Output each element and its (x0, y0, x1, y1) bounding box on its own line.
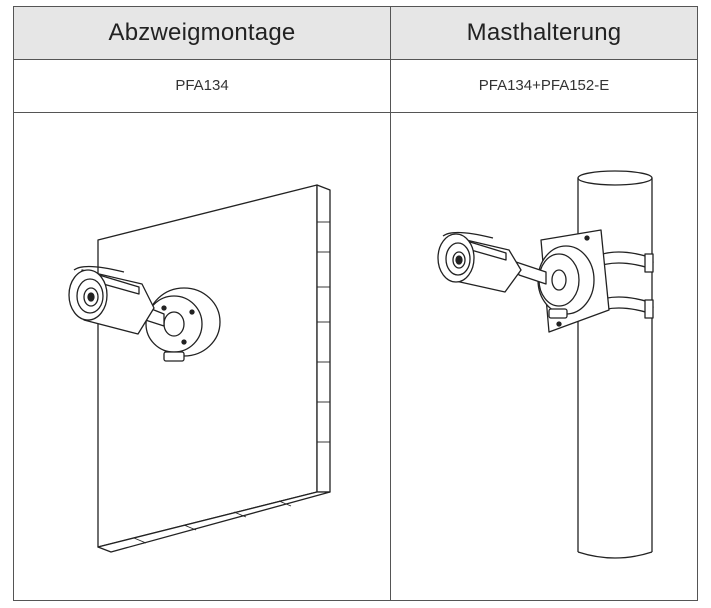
illustration-cell-pole (391, 112, 697, 600)
model-cell-junction: PFA134 (14, 59, 391, 112)
header-cell-pole: Masthalterung (391, 7, 697, 59)
model-pole-mount: PFA134+PFA152-E (478, 77, 610, 94)
illustration-cell-junction (14, 112, 391, 600)
model-junction-mount: PFA134 (175, 77, 229, 94)
illustration-row (14, 112, 697, 600)
model-cell-pole: PFA134+PFA152-E (391, 59, 697, 112)
header-junction-mount: Abzweigmontage (108, 19, 296, 46)
model-row: PFA134 PFA134+PFA152-E (14, 59, 697, 113)
mounting-table: Abzweigmontage Masthalterung PFA134 PFA1… (13, 6, 698, 601)
header-cell-junction: Abzweigmontage (14, 7, 391, 59)
wall-mount-camera-illustration (68, 184, 331, 553)
header-pole-mount: Masthalterung (466, 19, 622, 46)
header-row: Abzweigmontage Masthalterung (14, 7, 697, 60)
pole-mount-camera-illustration (437, 170, 654, 559)
